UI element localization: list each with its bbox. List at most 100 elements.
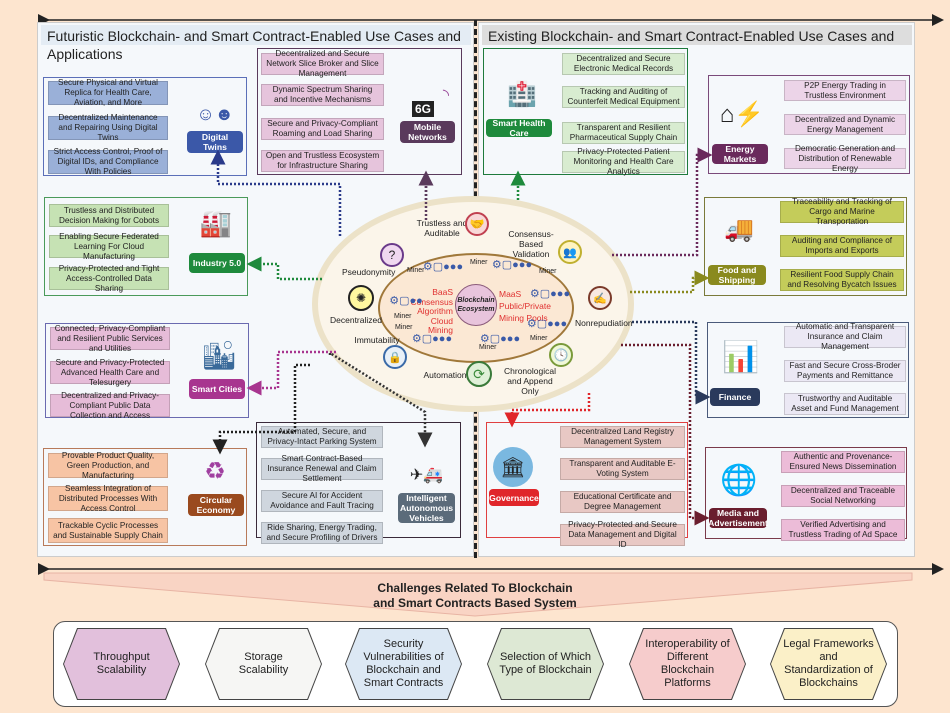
health-item: Privacy-Protected Patient Monitoring and…	[562, 147, 685, 176]
6g-badge: 6G	[412, 101, 434, 117]
mobile-networks-item: Open and Trustless Ecosystem for Infrast…	[261, 150, 384, 172]
health-item: Tracking and Auditing of Counterfeit Med…	[562, 86, 685, 108]
miner-node-icon: ⚙▢●●●	[526, 317, 568, 330]
smart-cities-item: Decentralized and Privacy-Compliant Publ…	[50, 391, 170, 420]
industry-label: Industry 5.0	[189, 253, 245, 273]
challenges-title-line2: and Smart Contracts Based System	[373, 596, 577, 610]
digital-twins-label: Digital Twins	[187, 131, 243, 153]
challenge-storage-text: Storage Scalability	[206, 629, 321, 699]
consensus-group-icon: 👥	[558, 240, 582, 264]
group-industry: Trustless and Distributed Decision Makin…	[44, 197, 248, 296]
challenge-throughput: Throughput Scalability	[63, 628, 180, 700]
governance-item: Transparent and Auditable E-Voting Syste…	[560, 458, 685, 480]
challenges-title-line1: Challenges Related To Blockchain	[377, 581, 573, 595]
mobile-networks-item: Dynamic Spectrum Sharing and Incentive M…	[261, 84, 384, 106]
recycle-factory-icon: ♻	[204, 457, 226, 485]
group-smart-cities: Connected, Privacy-Compliant and Resilie…	[45, 323, 249, 420]
governance-item: Educational Certificate and Degree Manag…	[560, 491, 685, 513]
feature-immutability: Immutability	[354, 335, 400, 345]
smart-cities-item: Secure and Privacy-Protected Advanced He…	[50, 358, 170, 387]
term-public-private: Public/Private	[499, 301, 551, 311]
governance-label: Governance	[489, 489, 539, 506]
miner-label: Miner	[479, 344, 497, 351]
miner-node-icon: ⚙▢●●	[389, 294, 423, 307]
group-health: Decentralized and Secure Electronic Medi…	[483, 48, 688, 176]
challenge-security: Security Vulnerabilities of Blockchain a…	[345, 628, 462, 700]
miner-label: Miner	[407, 267, 425, 274]
term-cloud-mining: Cloud Mining	[427, 315, 453, 335]
energy-item: P2P Energy Trading in Trustless Environm…	[784, 80, 906, 101]
miner-label: Miner	[470, 259, 488, 266]
finance-item: Fast and Secure Cross-Broder Payments an…	[784, 360, 906, 382]
miner-label: Miner	[539, 268, 557, 275]
factory-robot-icon: 🏭	[199, 207, 233, 238]
group-energy: P2P Energy Trading in Trustless Environm…	[708, 75, 910, 174]
governance-item: Privacy-Protected and Secure Data Manage…	[560, 520, 685, 549]
signature-icon: ✍	[588, 286, 612, 310]
vehicles-item: Ride Sharing, Energy Trading, and Secure…	[261, 522, 383, 544]
digital-twins-item: Decentralized Maintenance and Repairing …	[48, 113, 168, 142]
challenge-selection-text: Selection of Which Type of Blockchain	[488, 629, 603, 699]
media-item: Verified Advertising and Trustless Tradi…	[781, 519, 905, 541]
globe-news-icon: 🌐	[720, 463, 758, 497]
government-building-icon: 🏛	[493, 447, 533, 487]
miner-node-icon: ⚙▢●●●	[491, 258, 533, 271]
circular-economy-item: Seamless Integration of Distributed Proc…	[48, 484, 168, 513]
miner-node-icon: ⚙▢●●●	[529, 287, 571, 300]
challenge-throughput-text: Throughput Scalability	[64, 629, 179, 699]
clock-icon: 🕓	[549, 343, 573, 367]
industry-item: Enabling Secure Federated Learning For C…	[49, 232, 169, 261]
group-media: Authentic and Provenance-Ensured News Di…	[705, 447, 907, 541]
smart-cities-label: Smart Cities	[189, 379, 245, 399]
media-item: Authentic and Provenance-Ensured News Di…	[781, 451, 905, 473]
term-algorithm: Algorithm	[417, 306, 453, 316]
feature-pseudonymity: Pseudonymity	[342, 267, 396, 277]
challenge-storage: Storage Scalability	[205, 628, 322, 700]
smart-cities-item: Connected, Privacy-Compliant and Resilie…	[50, 324, 170, 353]
vehicles-item: Automated, Secure, and Privacy-Intact Pa…	[261, 426, 383, 448]
circular-economy-item: Trackable Cyclic Processes and Sustainab…	[48, 518, 168, 543]
circular-economy-item: Provable Product Quality, Green Producti…	[48, 451, 168, 480]
term-maas: MaaS	[499, 289, 522, 299]
finance-item: Trustworthy and Auditable Asset and Fund…	[784, 393, 906, 415]
term-consensus: Consensus	[410, 296, 453, 307]
lock-icon: 🔒	[383, 345, 407, 369]
existing-panel-title: Existing Blockchain- and Smart Contract-…	[482, 25, 912, 62]
left-service-terms: BaaS Consensus Algorithm Cloud Mining	[405, 287, 453, 336]
health-label: Smart Health Care	[486, 118, 552, 138]
truck-ship-icon: 🚚	[724, 215, 754, 243]
group-mobile-networks: Decentralized and Secure Network Slice B…	[257, 48, 462, 175]
miner-node-icon: ⚙▢●●●	[422, 260, 464, 273]
challenge-selection: Selection of Which Type of Blockchain	[487, 628, 604, 700]
group-digital-twins: Secure Physical and Virtual Replica for …	[43, 77, 247, 176]
group-finance: Automatic and Transparent Insurance and …	[707, 322, 909, 418]
wifi-signal-icon: ◝	[442, 87, 450, 104]
health-item: Decentralized and Secure Electronic Medi…	[562, 53, 685, 75]
challenge-legal-text: Legal Frameworks and Standardization of …	[771, 629, 886, 699]
challenge-security-text: Security Vulnerabilities of Blockchain a…	[346, 629, 461, 699]
miner-label: Miner	[395, 324, 413, 331]
miner-node-icon: ⚙▢●●●	[411, 332, 453, 345]
refresh-cycle-icon: ⟳	[466, 361, 492, 387]
group-vehicles: Automated, Secure, and Privacy-Intact Pa…	[256, 422, 461, 544]
vehicles-label: Intelligent Autonomous Vehicles	[398, 493, 455, 523]
miner-label: Miner	[530, 335, 548, 342]
finance-chart-icon: 📊	[722, 340, 760, 374]
energy-item: Decentralized and Dynamic Energy Managem…	[784, 114, 906, 135]
digital-twins-item: Strict Access Control, Proof of Digital …	[48, 147, 168, 176]
food-item: Resilient Food Supply Chain and Resolvin…	[780, 269, 904, 291]
challenge-legal: Legal Frameworks and Standardization of …	[770, 628, 887, 700]
mobile-networks-label: Mobile Networks	[400, 121, 455, 143]
mobile-networks-item: Decentralized and Secure Network Slice B…	[261, 49, 384, 78]
health-item: Transparent and Resilient Pharmaceutical…	[562, 122, 685, 144]
finance-item: Automatic and Transparent Insurance and …	[784, 322, 906, 351]
industry-item: Trustless and Distributed Decision Makin…	[49, 204, 169, 227]
anonymous-user-icon: ?	[380, 243, 404, 267]
feature-trustless-auditable: Trustless and Auditable	[416, 218, 468, 238]
industry-item: Privacy-Protected and Tight Access-Contr…	[49, 264, 169, 293]
group-circular-economy: Provable Product Quality, Green Producti…	[43, 448, 247, 546]
miner-node-icon: ⚙▢●●●	[479, 332, 521, 345]
challenge-interoperability: Interoperability of Different Blockchain…	[629, 628, 746, 700]
energy-item: Democratic Generation and Distribution o…	[784, 144, 906, 173]
feature-decentralized: Decentralized	[330, 315, 382, 325]
